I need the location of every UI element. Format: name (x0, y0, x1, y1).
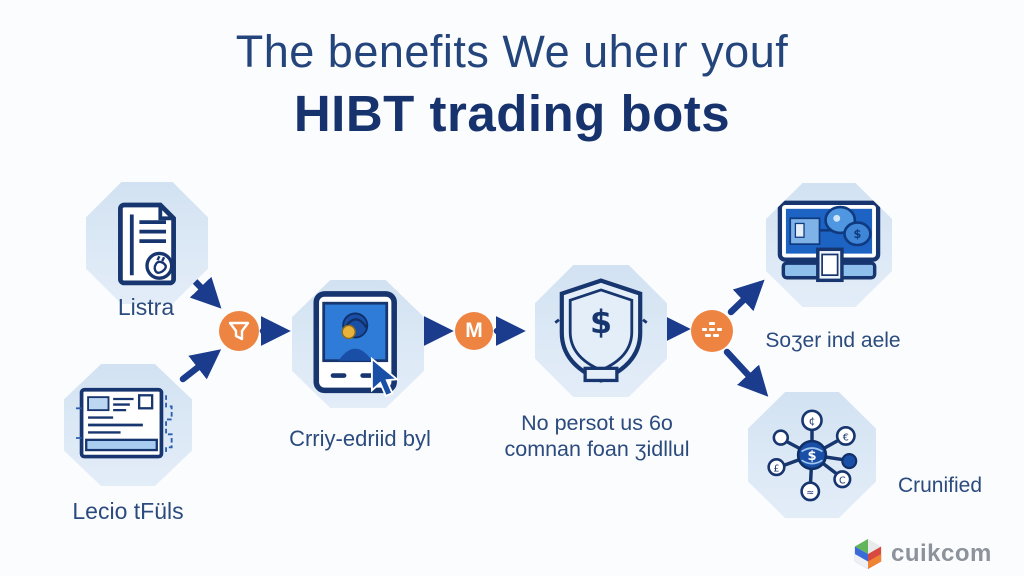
svg-text:¢: ¢ (809, 416, 816, 428)
connector-funnel (219, 311, 259, 351)
node-monitor-label: Soʒer ind aele (765, 329, 901, 352)
svg-text:$: $ (590, 305, 612, 341)
node-document-label: Listra (117, 294, 175, 320)
node-monitor: $ (766, 183, 892, 307)
svg-text:£: £ (773, 463, 779, 474)
node-shield-label-line1: No persot us 6o (521, 411, 673, 435)
document-coin-icon (118, 202, 176, 286)
tablet-user-cursor-icon (313, 291, 400, 398)
svg-text:$: $ (854, 228, 862, 241)
node-document (86, 182, 208, 304)
node-tablet-label: Crriy-edriid byl (289, 426, 431, 451)
page-title: The benefits We uheır youf HIBT trading … (0, 26, 1024, 143)
title-line-1: The benefits We uheır youf (235, 26, 789, 77)
arrow-window-to-funnel (179, 349, 222, 383)
svg-text:≈: ≈ (806, 488, 814, 499)
brand-logo: cuikcom (853, 538, 992, 570)
node-tablet (292, 280, 424, 408)
shield-dollar-icon: $ (554, 278, 648, 383)
node-shield-label-line2: comnan foan ʒidllul (504, 437, 690, 461)
svg-text:$: $ (807, 449, 816, 464)
node-network-label: Crunified (897, 474, 983, 497)
funnel-icon (228, 321, 250, 341)
group-icon (702, 322, 722, 337)
connector-group (691, 310, 733, 352)
brand-logo-text: cuikcom (891, 540, 992, 567)
monitor-coins-icon: $ (777, 200, 881, 283)
svg-text:C: C (839, 476, 846, 487)
node-network: $ ¢ £ ≈ € C (748, 392, 876, 518)
svg-text:€: € (843, 432, 849, 443)
title-line-2: HIBT trading bots (293, 85, 731, 142)
connector-m: M (455, 312, 493, 350)
connector-m-letter: M (465, 319, 483, 342)
browser-window-icon (76, 387, 173, 459)
currency-network-icon: $ ¢ £ ≈ € C (767, 409, 858, 502)
cube-logo-icon (854, 539, 882, 569)
node-shield: $ (535, 265, 667, 397)
node-window (64, 364, 192, 486)
arrow-group-to-network (723, 348, 769, 397)
arrow-group-to-monitor (727, 279, 765, 316)
node-window-label: Lecio tFüls (72, 498, 184, 524)
